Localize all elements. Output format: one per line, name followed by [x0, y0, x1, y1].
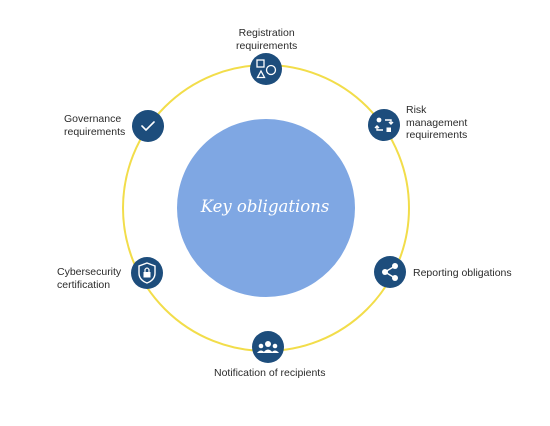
node-governance: [132, 110, 164, 142]
share-icon: [382, 263, 398, 281]
shapes-icon: [256, 59, 277, 79]
label-risk-line-1: Risk: [406, 104, 427, 116]
label-cybersecurity: Cybersecurity certification: [57, 266, 121, 291]
label-reporting-line-1: Reporting obligations: [413, 267, 512, 279]
label-notification-line-1: Notification of recipients: [214, 367, 326, 379]
center-title: Key obligations: [200, 197, 330, 216]
label-risk-line-3: requirements: [406, 129, 468, 141]
label-governance: Governance requirements: [64, 113, 125, 138]
label-registration-line-2: requirements: [236, 39, 298, 52]
label-governance-line-2: requirements: [64, 125, 126, 138]
label-registration: Registration requirements: [236, 27, 297, 52]
label-governance-line-1: Governance: [64, 113, 122, 125]
node-cybersecurity: [131, 257, 163, 289]
node-registration: [250, 53, 282, 85]
people-group-icon: [257, 341, 279, 353]
label-risk-line-2: management: [406, 116, 468, 129]
label-cybersecurity-line-2: certification: [57, 278, 111, 291]
label-reporting: Reporting obligations: [413, 267, 512, 280]
label-cybersecurity-line-1: Cybersecurity: [57, 266, 122, 278]
workflow-arrows-icon: [374, 117, 394, 132]
label-notification: Notification of recipients: [214, 367, 325, 380]
node-risk: [368, 109, 400, 141]
center-circle: [177, 119, 355, 297]
label-registration-line-1: Registration: [238, 27, 295, 39]
label-risk: Risk management requirements: [406, 104, 467, 142]
checkmark-icon: [141, 121, 155, 131]
node-notification: [252, 331, 284, 363]
shield-lock-icon: [138, 262, 156, 284]
node-reporting: [374, 256, 406, 288]
